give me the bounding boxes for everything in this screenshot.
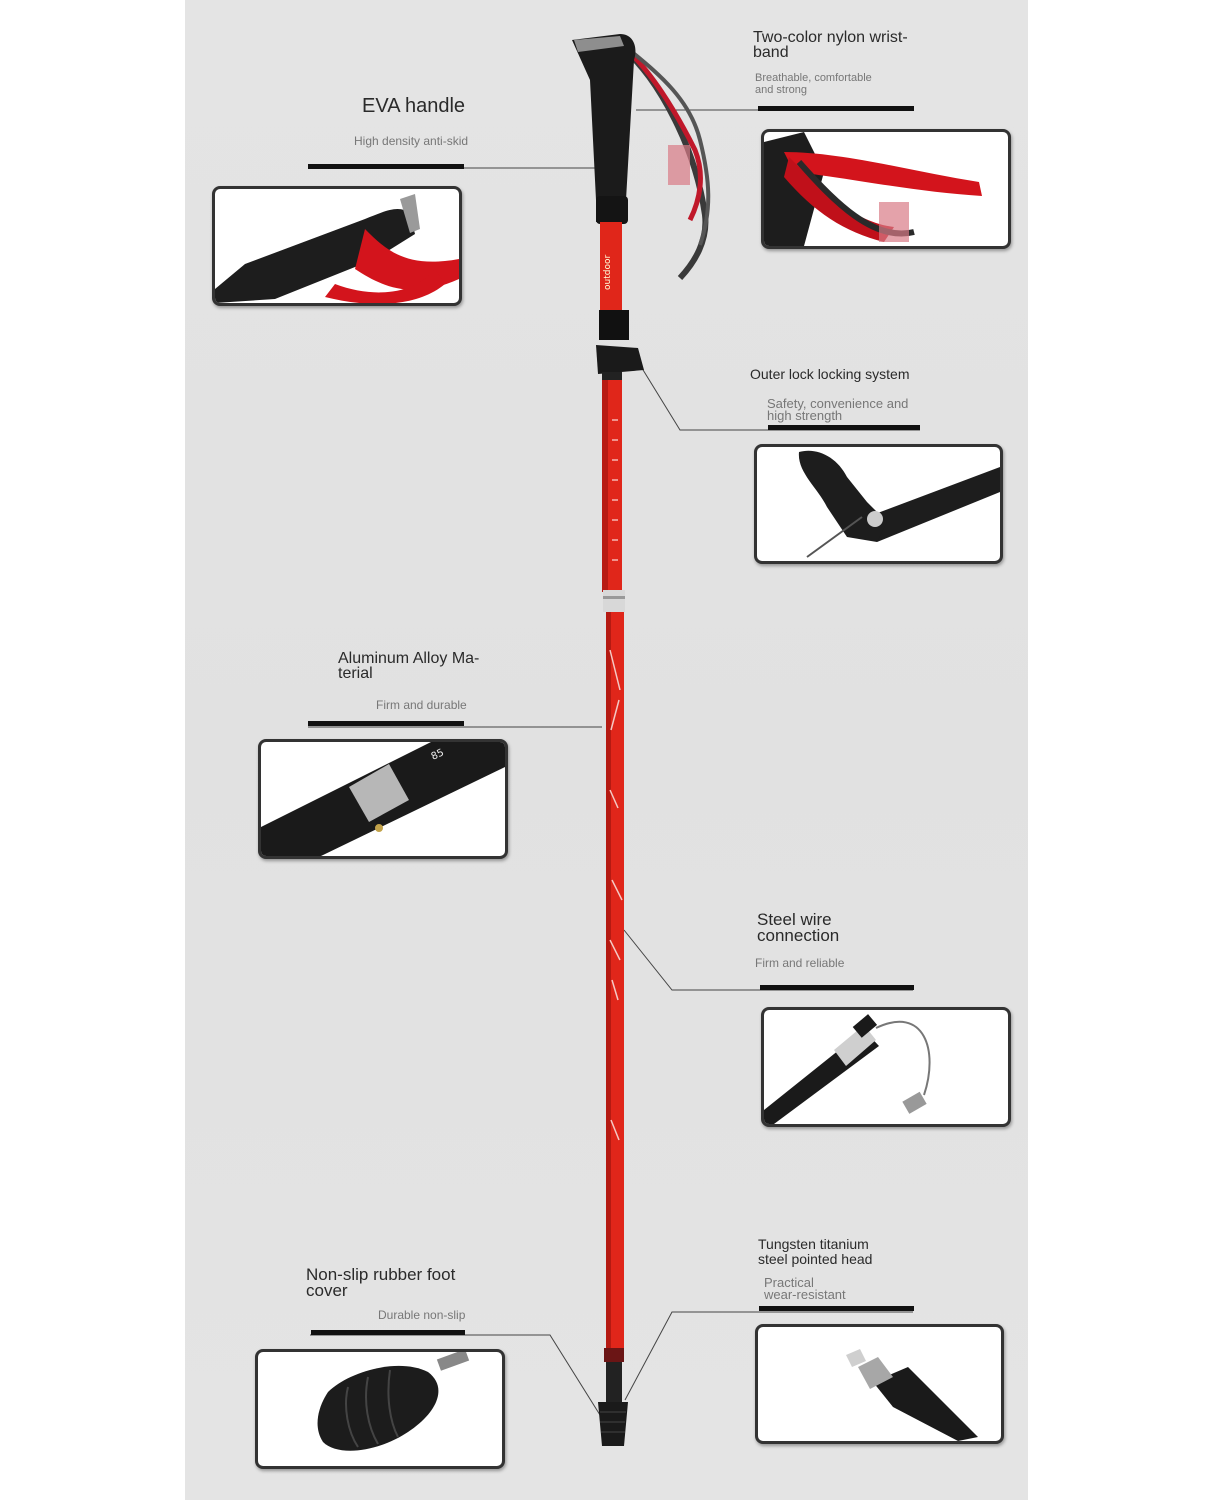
rubber-foot-photo [255, 1349, 505, 1469]
aluminum-title: Aluminum Alloy Ma- terial [338, 650, 480, 682]
leader-steel-wire [623, 929, 913, 991]
wrist-band-title: Two-color nylon wrist- band [753, 29, 908, 61]
leader-tungsten-tip [624, 1311, 913, 1401]
steel-wire-bar [760, 985, 914, 990]
tungsten-tip-title: Tungsten titanium steel pointed head [758, 1236, 873, 1267]
rubber-foot-title: Non-slip rubber foot cover [306, 1265, 456, 1300]
eva-handle-photo [212, 186, 462, 306]
wrist-band-bar [758, 106, 914, 111]
outer-lock-subtitle: Safety, convenience and high strength [767, 396, 909, 423]
svg-text:outdoor: outdoor [603, 255, 613, 290]
steel-wire-subtitle: Firm and reliable [755, 956, 845, 970]
eva-handle-title: EVA handle [362, 95, 466, 117]
outer-lock-title: Outer lock locking system [750, 366, 910, 382]
aluminum-photo: 85 [258, 739, 508, 859]
tungsten-tip-subtitle: Practical wear-resistant [764, 1275, 846, 1302]
outer-lock-photo [754, 444, 1003, 564]
leader-rubber-foot [310, 1334, 601, 1416]
wrist-band-subtitle: Breathable, comfortable and strong [755, 72, 872, 96]
eva-handle-subtitle: High density anti-skid [354, 134, 469, 148]
rubber-foot-bar [311, 1330, 465, 1335]
steel-wire-photo [761, 1007, 1011, 1127]
wrist-band-photo [761, 129, 1011, 249]
tungsten-tip-photo [755, 1324, 1004, 1444]
aluminum-subtitle: Firm and durable [376, 698, 467, 712]
svg-text:85: 85 [430, 747, 446, 762]
eva-handle-bar [308, 164, 464, 169]
outer-lock-bar [768, 425, 920, 430]
tungsten-tip-bar [759, 1306, 914, 1311]
steel-wire-title: Steel wire connection [757, 910, 840, 945]
aluminum-bar [308, 721, 464, 726]
leader-outer-lock [639, 364, 920, 431]
rubber-foot-subtitle: Durable non-slip [378, 1308, 466, 1322]
